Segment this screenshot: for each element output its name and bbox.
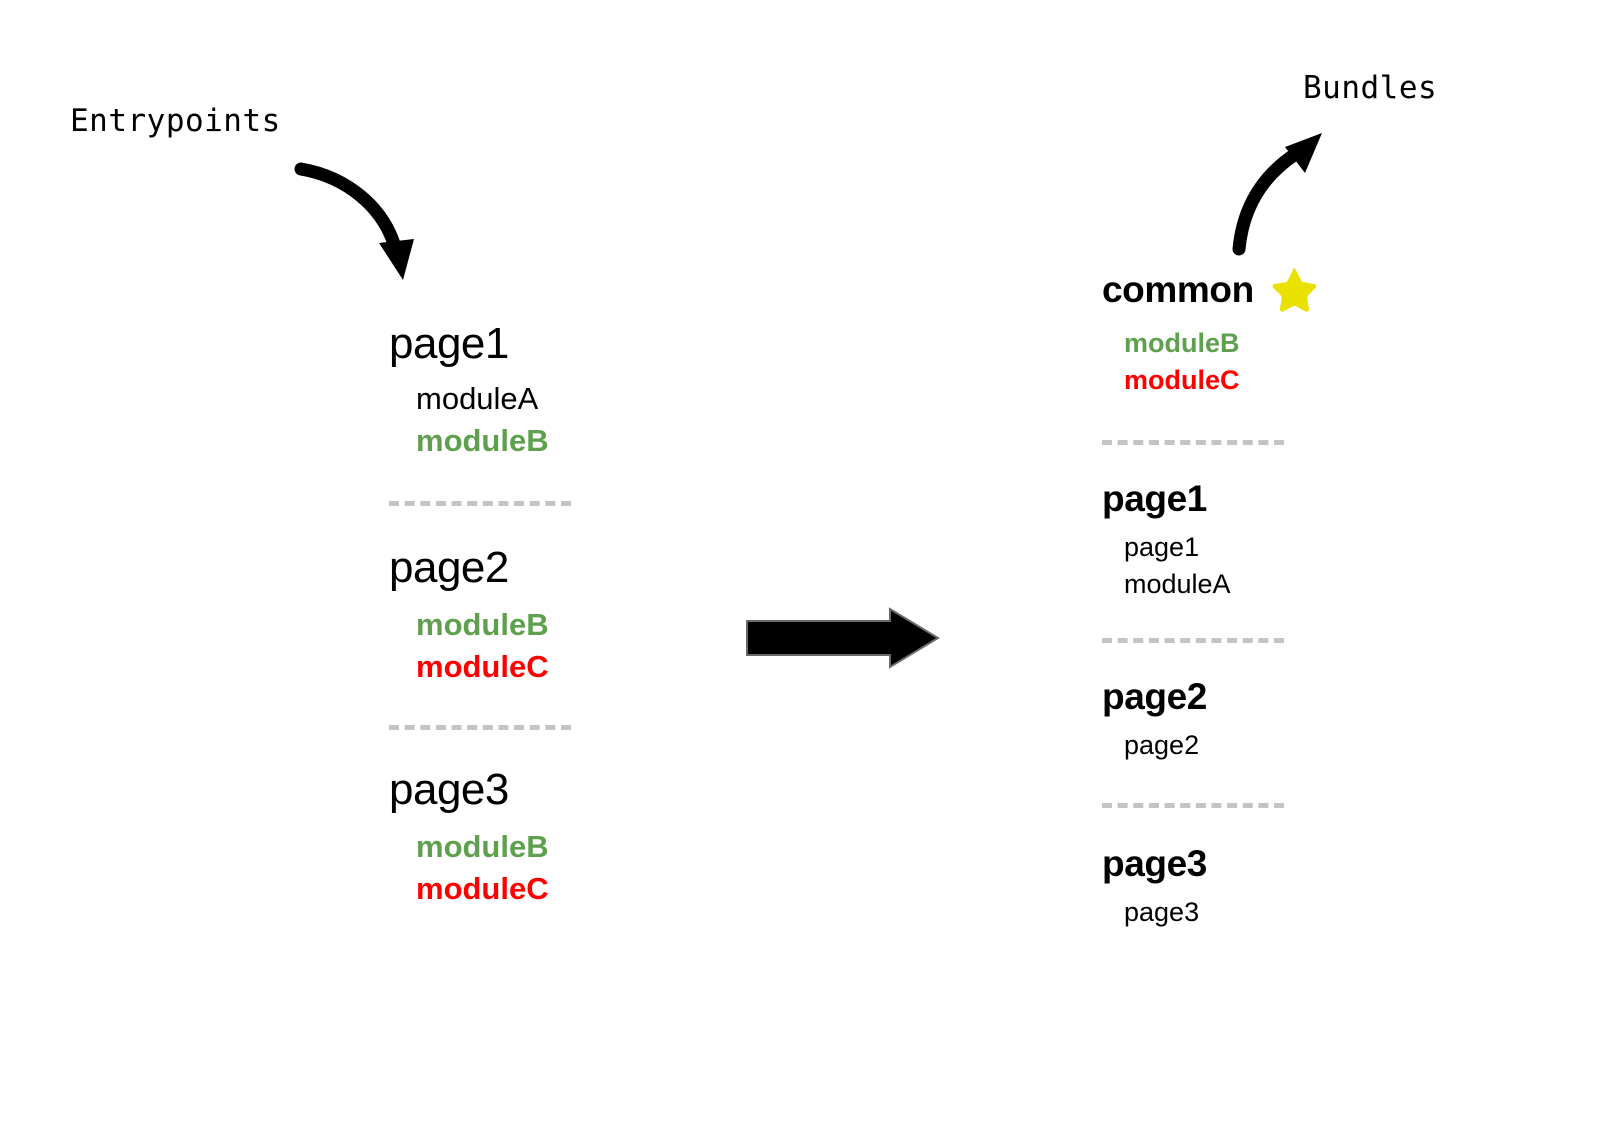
entrypoints-label: Entrypoints	[70, 103, 281, 139]
module-item: moduleC	[416, 871, 549, 907]
curved-arrow-up-right-icon	[1232, 133, 1322, 256]
bundle-group: page2 page2	[1102, 675, 1432, 765]
bundle-title: page1	[1102, 477, 1207, 519]
module-item: moduleA	[416, 380, 539, 416]
entrypoint-title: page3	[389, 765, 509, 815]
module-item: moduleB	[416, 423, 549, 459]
curved-arrow-down-right-icon	[294, 162, 414, 280]
bundle-title-row: page3	[1102, 842, 1432, 885]
group-divider	[1102, 439, 1284, 445]
module-item: moduleC	[416, 649, 549, 685]
entrypoint-group: page1 moduleA moduleB	[389, 320, 709, 463]
module-item: page1	[1124, 532, 1200, 563]
bundle-title-row: page1	[1102, 477, 1432, 520]
entrypoint-group: page3 moduleB moduleC	[389, 766, 709, 911]
module-item: moduleA	[1124, 569, 1231, 600]
bundle-title-row: common	[1102, 265, 1432, 315]
bundle-group: common moduleB moduleC	[1102, 265, 1432, 400]
module-item: moduleB	[1124, 328, 1240, 358]
module-item: page3	[1124, 897, 1200, 928]
entrypoints-column: page1 moduleA moduleB page2 moduleB modu…	[389, 320, 709, 911]
star-icon	[1272, 267, 1317, 312]
bundle-title: page2	[1102, 675, 1207, 717]
bundle-title-row: page2	[1102, 675, 1432, 718]
entrypoint-title: page2	[389, 543, 509, 593]
module-item: page2	[1124, 730, 1200, 761]
entrypoint-group: page2 moduleB moduleC	[389, 544, 709, 689]
group-divider	[1102, 637, 1284, 643]
entrypoint-title: page1	[389, 319, 509, 368]
group-divider	[389, 501, 571, 507]
module-item: moduleB	[416, 828, 549, 864]
module-item: moduleB	[416, 606, 549, 642]
bundle-group: page1 page1 moduleA	[1102, 477, 1432, 604]
module-item: moduleC	[1124, 365, 1240, 396]
bundle-group: page3 page3	[1102, 842, 1432, 932]
bundles-label: Bundles	[1303, 70, 1438, 106]
bundle-title: page3	[1102, 842, 1207, 884]
bundle-title: common	[1102, 268, 1254, 310]
group-divider	[1102, 802, 1284, 808]
block-arrow-right-icon	[746, 607, 940, 669]
bundles-column: common moduleB moduleC page1 page1 modul…	[1102, 265, 1432, 932]
group-divider	[389, 725, 571, 731]
